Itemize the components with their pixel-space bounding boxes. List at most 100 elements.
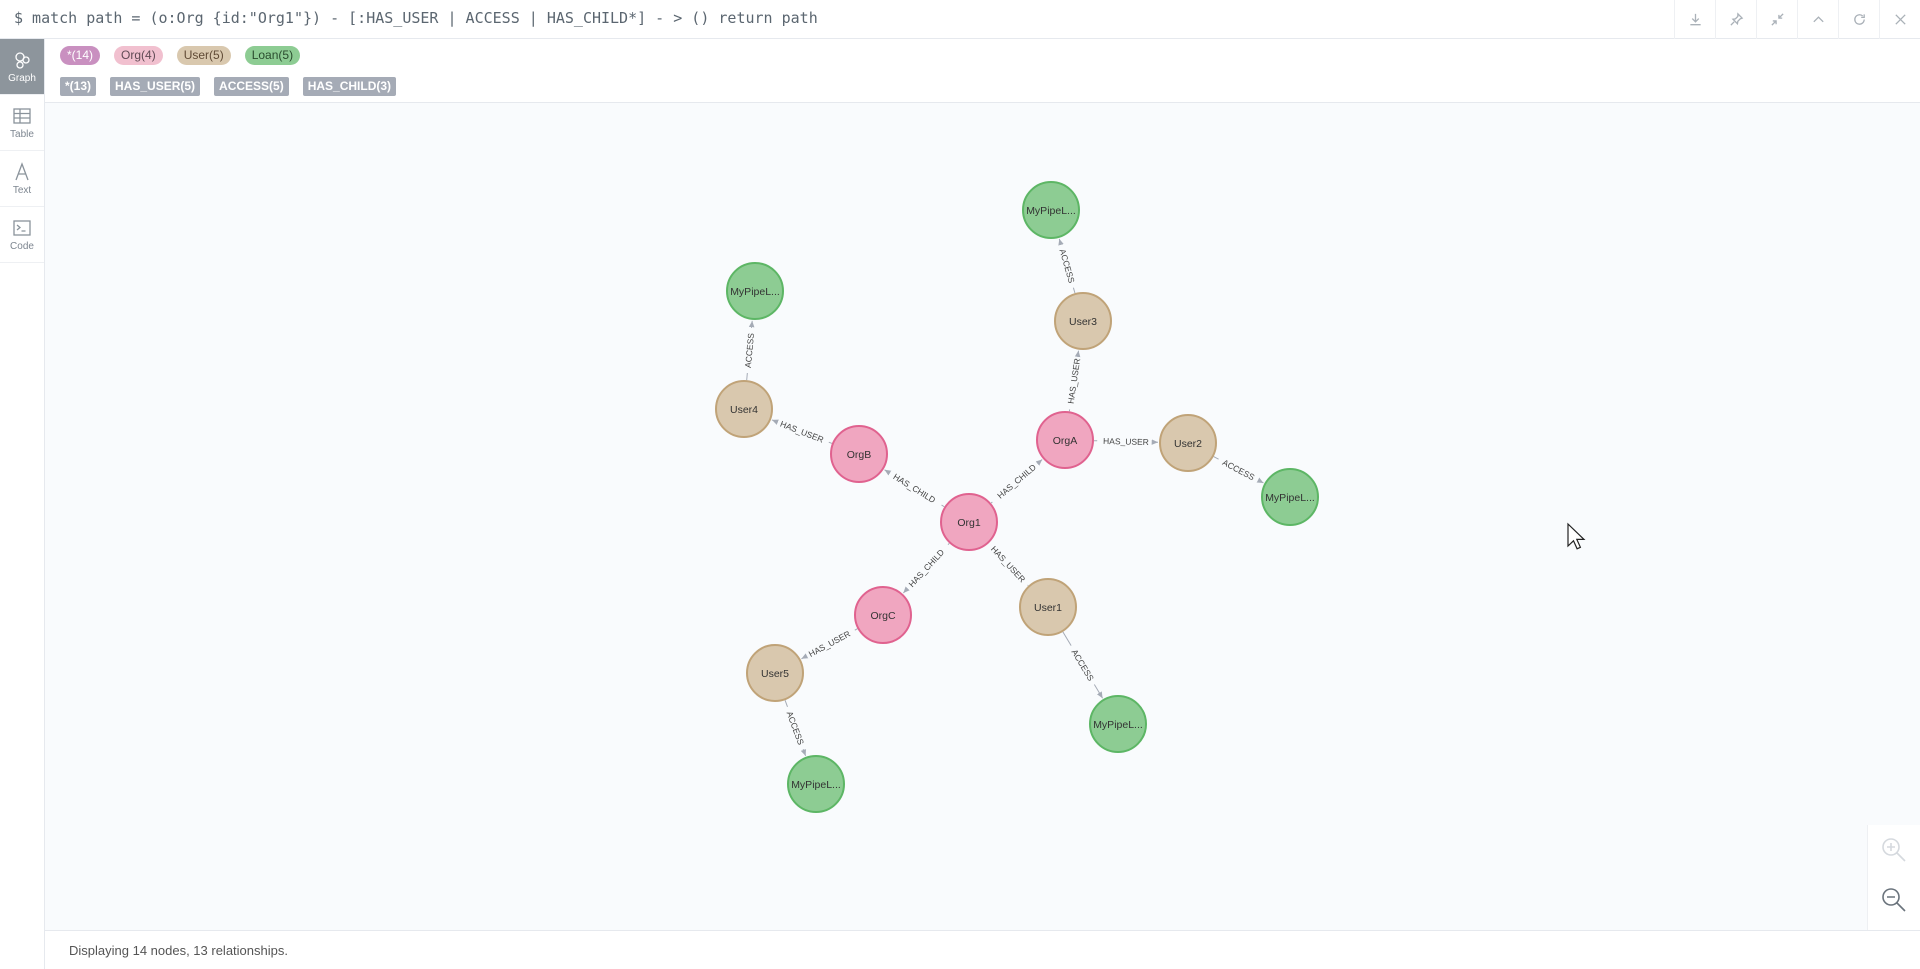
relationship-edge[interactable]: HAS_USER (988, 542, 1034, 592)
node-circle[interactable] (715, 380, 773, 438)
relationship-edge[interactable]: HAS_USER (1093, 436, 1159, 447)
relationship-edge[interactable]: ACCESS (743, 320, 756, 381)
node-label-pill[interactable]: Org(4) (114, 46, 163, 65)
graph-node-user[interactable]: User1 (1019, 578, 1077, 636)
graph-icon (15, 51, 30, 69)
code-view-label: Code (10, 240, 34, 252)
graph-node-user[interactable]: User5 (746, 644, 804, 702)
relationship-edge[interactable]: HAS_CHILD (884, 469, 945, 508)
relationship-label: ACCESS (743, 332, 756, 368)
graph-canvas[interactable]: HAS_CHILD HAS_CHILD HAS_CHILD HAS_USER HAS_U… (45, 103, 1920, 930)
graph-node-org[interactable]: OrgB (830, 425, 888, 483)
node-caption: MyPipeL... (1093, 719, 1143, 731)
graph-legend: *(14) Org(4) User(5) Loan(5) *(13) HAS_USER(… (45, 39, 1920, 103)
node-circle[interactable] (830, 425, 888, 483)
relationship-type-legend: *(13) HAS_USER(5) ACCESS(5) HAS_CHILD(3) (60, 77, 397, 96)
node-label-pill[interactable]: User(5) (176, 46, 231, 65)
relationship-edge[interactable]: HAS_CHILD (903, 542, 950, 594)
text-icon (15, 161, 29, 180)
relationship-edge[interactable]: ACCESS (1057, 238, 1077, 294)
code-view-tab[interactable]: Code (0, 207, 44, 263)
node-label-pill[interactable]: Loan(5) (244, 46, 301, 65)
relationship-type-tag[interactable]: ACCESS(5) (214, 77, 289, 96)
zoom-controls (1867, 825, 1920, 930)
node-caption: OrgA (1053, 435, 1078, 447)
close-icon (1894, 14, 1906, 25)
relationship-edge[interactable]: ACCESS (1213, 456, 1264, 484)
relationship-edge[interactable]: HAS_CHILD (990, 459, 1043, 504)
relationship-edge[interactable]: HAS_USER (801, 628, 858, 660)
node-circle[interactable] (1089, 695, 1147, 753)
relationship-label: HAS_USER (807, 629, 852, 659)
text-view-tab[interactable]: Text (0, 151, 44, 207)
graph-node-user[interactable]: User2 (1159, 414, 1217, 472)
graph-node-loan[interactable]: MyPipeL... (726, 262, 784, 320)
download-icon (1689, 13, 1701, 26)
node-label-pill[interactable]: *(14) (60, 46, 101, 65)
zoom-in-icon (1882, 838, 1906, 862)
query-bar: $ match path = (o:Org {id:"Org1"}) - [:H… (0, 0, 1920, 39)
node-circle[interactable] (1019, 578, 1077, 636)
pin-button[interactable] (1715, 0, 1756, 39)
graph-view-label: Graph (8, 72, 36, 84)
node-circle[interactable] (1036, 411, 1094, 469)
graph-view-tab[interactable]: Graph (0, 39, 44, 95)
relationship-label: ACCESS (785, 710, 807, 747)
pin-icon (1729, 12, 1743, 26)
rerun-button[interactable] (1838, 0, 1879, 39)
view-sidebar: Graph Table Text Code (0, 39, 45, 969)
node-circle[interactable] (854, 586, 912, 644)
graph-node-user[interactable]: User4 (715, 380, 773, 438)
relationship-label: HAS_USER (779, 419, 825, 445)
zoom-out-button[interactable] (1868, 875, 1920, 925)
code-icon (13, 219, 31, 236)
graph-node-org[interactable]: OrgC (854, 586, 912, 644)
relationship-edge[interactable]: ACCESS (785, 700, 807, 757)
node-circle[interactable] (1054, 292, 1112, 350)
graph-visualization[interactable]: HAS_CHILD HAS_CHILD HAS_CHILD HAS_USER HAS_U… (45, 103, 1920, 930)
graph-node-org[interactable]: OrgA (1036, 411, 1094, 469)
query-text[interactable]: $ match path = (o:Org {id:"Org1"}) - [:H… (14, 9, 818, 27)
node-label-legend: *(14) Org(4) User(5) Loan(5) (60, 46, 301, 65)
node-circle[interactable] (787, 755, 845, 813)
node-circle[interactable] (726, 262, 784, 320)
mouse-cursor-icon (1567, 522, 1586, 550)
graph-node-loan[interactable]: MyPipeL... (1089, 695, 1147, 753)
table-view-label: Table (10, 128, 34, 140)
node-caption: User1 (1034, 602, 1062, 614)
table-view-tab[interactable]: Table (0, 95, 44, 151)
node-circle[interactable] (940, 493, 998, 551)
relationship-edge[interactable]: HAS_USER (771, 419, 833, 445)
zoom-in-button[interactable] (1868, 825, 1920, 875)
node-circle[interactable] (746, 644, 804, 702)
graph-node-user[interactable]: User3 (1054, 292, 1112, 350)
relationship-label: HAS_CHILD (906, 547, 946, 589)
relationship-label: HAS_CHILD (995, 462, 1038, 501)
graph-node-org[interactable]: Org1 (940, 493, 998, 551)
node-circle[interactable] (1159, 414, 1217, 472)
relationship-label: ACCESS (1069, 647, 1096, 682)
relationship-label: ACCESS (1221, 457, 1257, 482)
download-button[interactable] (1674, 0, 1715, 39)
node-circle[interactable] (1022, 181, 1080, 239)
relationships-layer: HAS_CHILD HAS_CHILD HAS_CHILD HAS_USER HAS_U… (743, 238, 1264, 757)
node-caption: OrgB (847, 449, 872, 461)
relationship-type-tag[interactable]: HAS_USER(5) (110, 77, 201, 96)
node-caption: MyPipeL... (1026, 205, 1076, 217)
zoom-out-icon (1882, 888, 1906, 912)
relationship-edge[interactable]: HAS_USER (1066, 350, 1083, 412)
graph-node-loan[interactable]: MyPipeL... (787, 755, 845, 813)
graph-node-loan[interactable]: MyPipeL... (1022, 181, 1080, 239)
collapse-button[interactable] (1756, 0, 1797, 39)
relationship-edge[interactable]: ACCESS (1062, 631, 1104, 699)
node-caption: User5 (761, 668, 789, 680)
chevron-up-button[interactable] (1797, 0, 1838, 39)
graph-node-loan[interactable]: MyPipeL... (1261, 468, 1319, 526)
relationship-type-tag[interactable]: HAS_CHILD(3) (302, 77, 397, 96)
result-actions (1674, 0, 1920, 39)
node-caption: MyPipeL... (791, 779, 841, 791)
close-button[interactable] (1879, 0, 1920, 39)
node-caption: OrgC (870, 610, 896, 622)
node-circle[interactable] (1261, 468, 1319, 526)
relationship-type-tag[interactable]: *(13) (60, 77, 97, 96)
